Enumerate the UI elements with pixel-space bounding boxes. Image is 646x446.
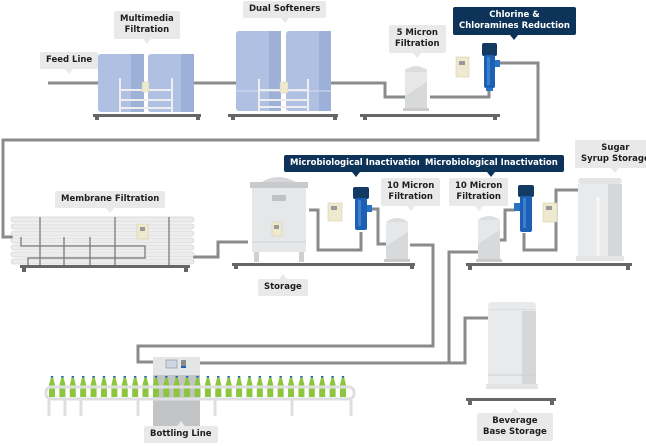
bottle-cap <box>81 376 85 378</box>
bottle-cap <box>217 376 220 378</box>
bottle-cap <box>227 376 230 378</box>
bottle-cap <box>102 376 106 378</box>
bottle-cap <box>237 376 241 378</box>
bottle-cap <box>144 376 147 378</box>
pipe-5micron-to-chlorine <box>430 88 491 99</box>
bottle-cap <box>341 376 345 378</box>
label-dual-softeners: Dual Softeners <box>243 1 327 23</box>
bottle-cap <box>154 376 158 378</box>
pipe-uv2-to-sugar <box>522 188 580 252</box>
sugar-syrup-tank <box>466 178 632 270</box>
label-membrane-filtration: Membrane Filtration <box>55 191 166 213</box>
bottle-cap <box>258 376 262 378</box>
bottle-cap <box>269 376 272 378</box>
control-panel-icon <box>279 81 289 94</box>
bottle-cap <box>331 376 334 378</box>
bottle-cap <box>61 376 64 378</box>
bottle-cap <box>50 376 54 378</box>
control-panel-icon <box>455 56 470 78</box>
pipe-uv1-to-10micron1 <box>370 207 386 246</box>
label-feed-line: Feed Line <box>40 52 99 74</box>
bottle-cap <box>165 376 168 378</box>
label-bottling-line: Bottling Line <box>144 421 218 443</box>
bottle-cap <box>248 376 251 378</box>
bottle-cap <box>71 376 74 378</box>
storage-tank-unit <box>232 177 415 269</box>
control-panel-icon <box>542 202 558 223</box>
multimedia-filter-unit <box>93 54 201 120</box>
bottle-cap <box>175 376 178 378</box>
bottle-cap <box>300 376 303 378</box>
pipe-membrane-to-storage <box>193 240 248 259</box>
chlorine-reduction-unit <box>455 43 500 91</box>
control-panel-icon <box>141 81 150 93</box>
pipe-chlorine-to-membrane <box>1 61 540 239</box>
filler-screen <box>165 359 178 369</box>
bottle-cap <box>123 376 126 378</box>
ten-micron-filter-1 <box>384 218 410 262</box>
beverage-base-tank <box>466 302 556 405</box>
bottles <box>49 376 346 397</box>
control-panel-icon <box>136 223 149 240</box>
membrane-filtration-unit <box>10 216 195 272</box>
bottle-cap <box>185 376 189 378</box>
five-micron-unit <box>360 66 500 120</box>
label-chlorine-chloramines-reduction: Chlorine &Chloramines Reduction <box>453 7 576 40</box>
bottle-cap <box>310 376 314 378</box>
bottle-cap <box>279 376 282 378</box>
pipe-10micron1-to-bottling <box>136 243 435 364</box>
dual-softeners-unit <box>228 31 338 120</box>
control-panel-icon <box>327 202 343 222</box>
uv-unit-2 <box>514 185 558 232</box>
bottle-cap <box>321 376 324 378</box>
uv-unit-1 <box>353 187 372 230</box>
bottling-line <box>44 357 356 427</box>
pipe-beverage-base <box>449 316 488 365</box>
label-microbiological-inactivation-2: Microbiological Inactivation <box>419 155 564 177</box>
bottle-cap <box>113 376 116 378</box>
ten-micron-filter-2 <box>476 216 502 262</box>
pipe-10micron2-loop <box>200 250 480 365</box>
pipes <box>1 61 580 365</box>
pipe-storage-to-uv1 <box>309 208 363 252</box>
conveyor-belt <box>44 385 356 401</box>
pipe-10micron2-to-uv2 <box>497 208 515 242</box>
pipe-softeners-to-5micron <box>330 81 405 99</box>
bottle-cap <box>206 376 210 378</box>
bottle-cap <box>196 376 199 378</box>
label-microbiological-inactivation-1: Microbiological Inactivation <box>284 155 429 177</box>
label-storage: Storage <box>258 274 308 296</box>
bottle-cap <box>92 376 95 378</box>
bottle-cap <box>133 376 137 378</box>
bottle-cap <box>289 376 293 378</box>
